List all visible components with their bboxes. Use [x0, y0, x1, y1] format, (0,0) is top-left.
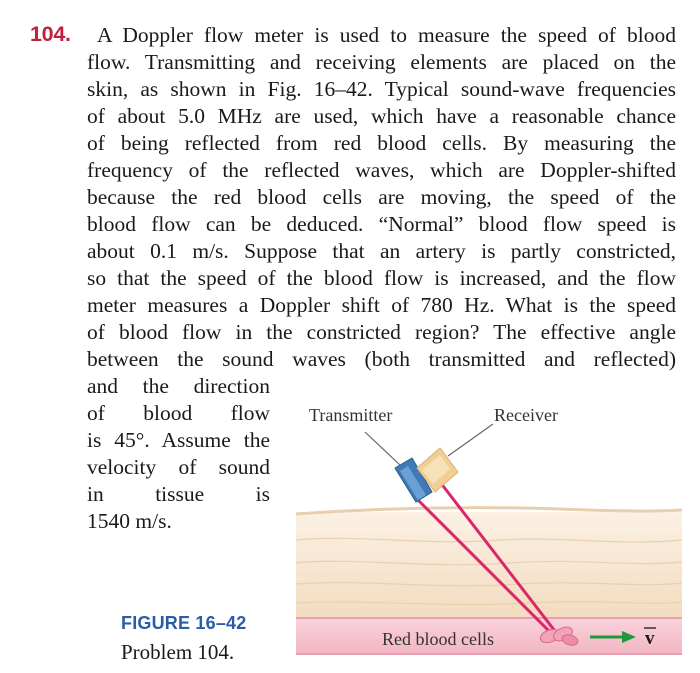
- tissue-layer: [295, 582, 683, 587]
- problem-line: between the sound waves (both transmitte…: [87, 347, 676, 371]
- problem-line: skin, as shown in Fig. 16–42. Typical so…: [87, 77, 676, 101]
- transmitter-leader: [364, 431, 401, 466]
- red-blood-cells-icon: [539, 626, 579, 646]
- velocity-arrow: [590, 631, 636, 643]
- transmitted-beam: [413, 495, 556, 638]
- problem-line: so that the speed of the blood flow is i…: [87, 266, 676, 290]
- tissue-layer: [295, 560, 683, 566]
- problem-line: meter measures a Doppler shift of 780 Hz…: [87, 293, 676, 317]
- problem-line: of being reflected from red blood cells.…: [87, 131, 676, 155]
- problem-line: in tissue is: [87, 482, 270, 506]
- problem-line: and the direction: [87, 374, 270, 398]
- problem-line: A Doppler flow meter is used to measure …: [97, 23, 676, 47]
- receiver-leader: [447, 423, 494, 457]
- problem-line: because the red blood cells are moving, …: [87, 185, 676, 209]
- tissue-region: [296, 512, 682, 622]
- reflected-beam: [438, 481, 560, 636]
- problem-line: of about 5.0 MHz are used, which have a …: [87, 104, 676, 128]
- problem-line: 1540 m/s.: [87, 509, 172, 533]
- receiver-label: Receiver: [494, 405, 558, 425]
- transmitter-probe: [394, 457, 433, 503]
- figure-caption-subtitle: Problem 104.: [121, 640, 235, 664]
- velocity-symbol: v: [645, 628, 655, 649]
- problem-line: flow. Transmitting and receiving element…: [87, 50, 676, 74]
- red-blood-cells-label: Red blood cells: [382, 629, 494, 649]
- problem-line: frequency of the reflected waves, which …: [87, 158, 676, 182]
- problem-number: 104.: [30, 22, 71, 46]
- figure-caption-title: FIGURE 16–42: [121, 613, 247, 633]
- tissue-layer: [295, 537, 683, 543]
- problem-line: is 45°. Assume the: [87, 428, 270, 452]
- transmitter-label: Transmitter: [309, 405, 392, 425]
- problem-line: of blood flow in the constricted region?…: [87, 320, 676, 344]
- problem-line: of blood flow: [87, 401, 270, 425]
- receiver-probe: [416, 447, 459, 493]
- problem-line: velocity of sound: [87, 455, 270, 479]
- skin-surface: [295, 506, 683, 516]
- problem-line: blood flow can be deduced. “Normal” bloo…: [87, 212, 676, 236]
- problem-line: about 0.1 m/s. Suppose that an artery is…: [87, 239, 676, 263]
